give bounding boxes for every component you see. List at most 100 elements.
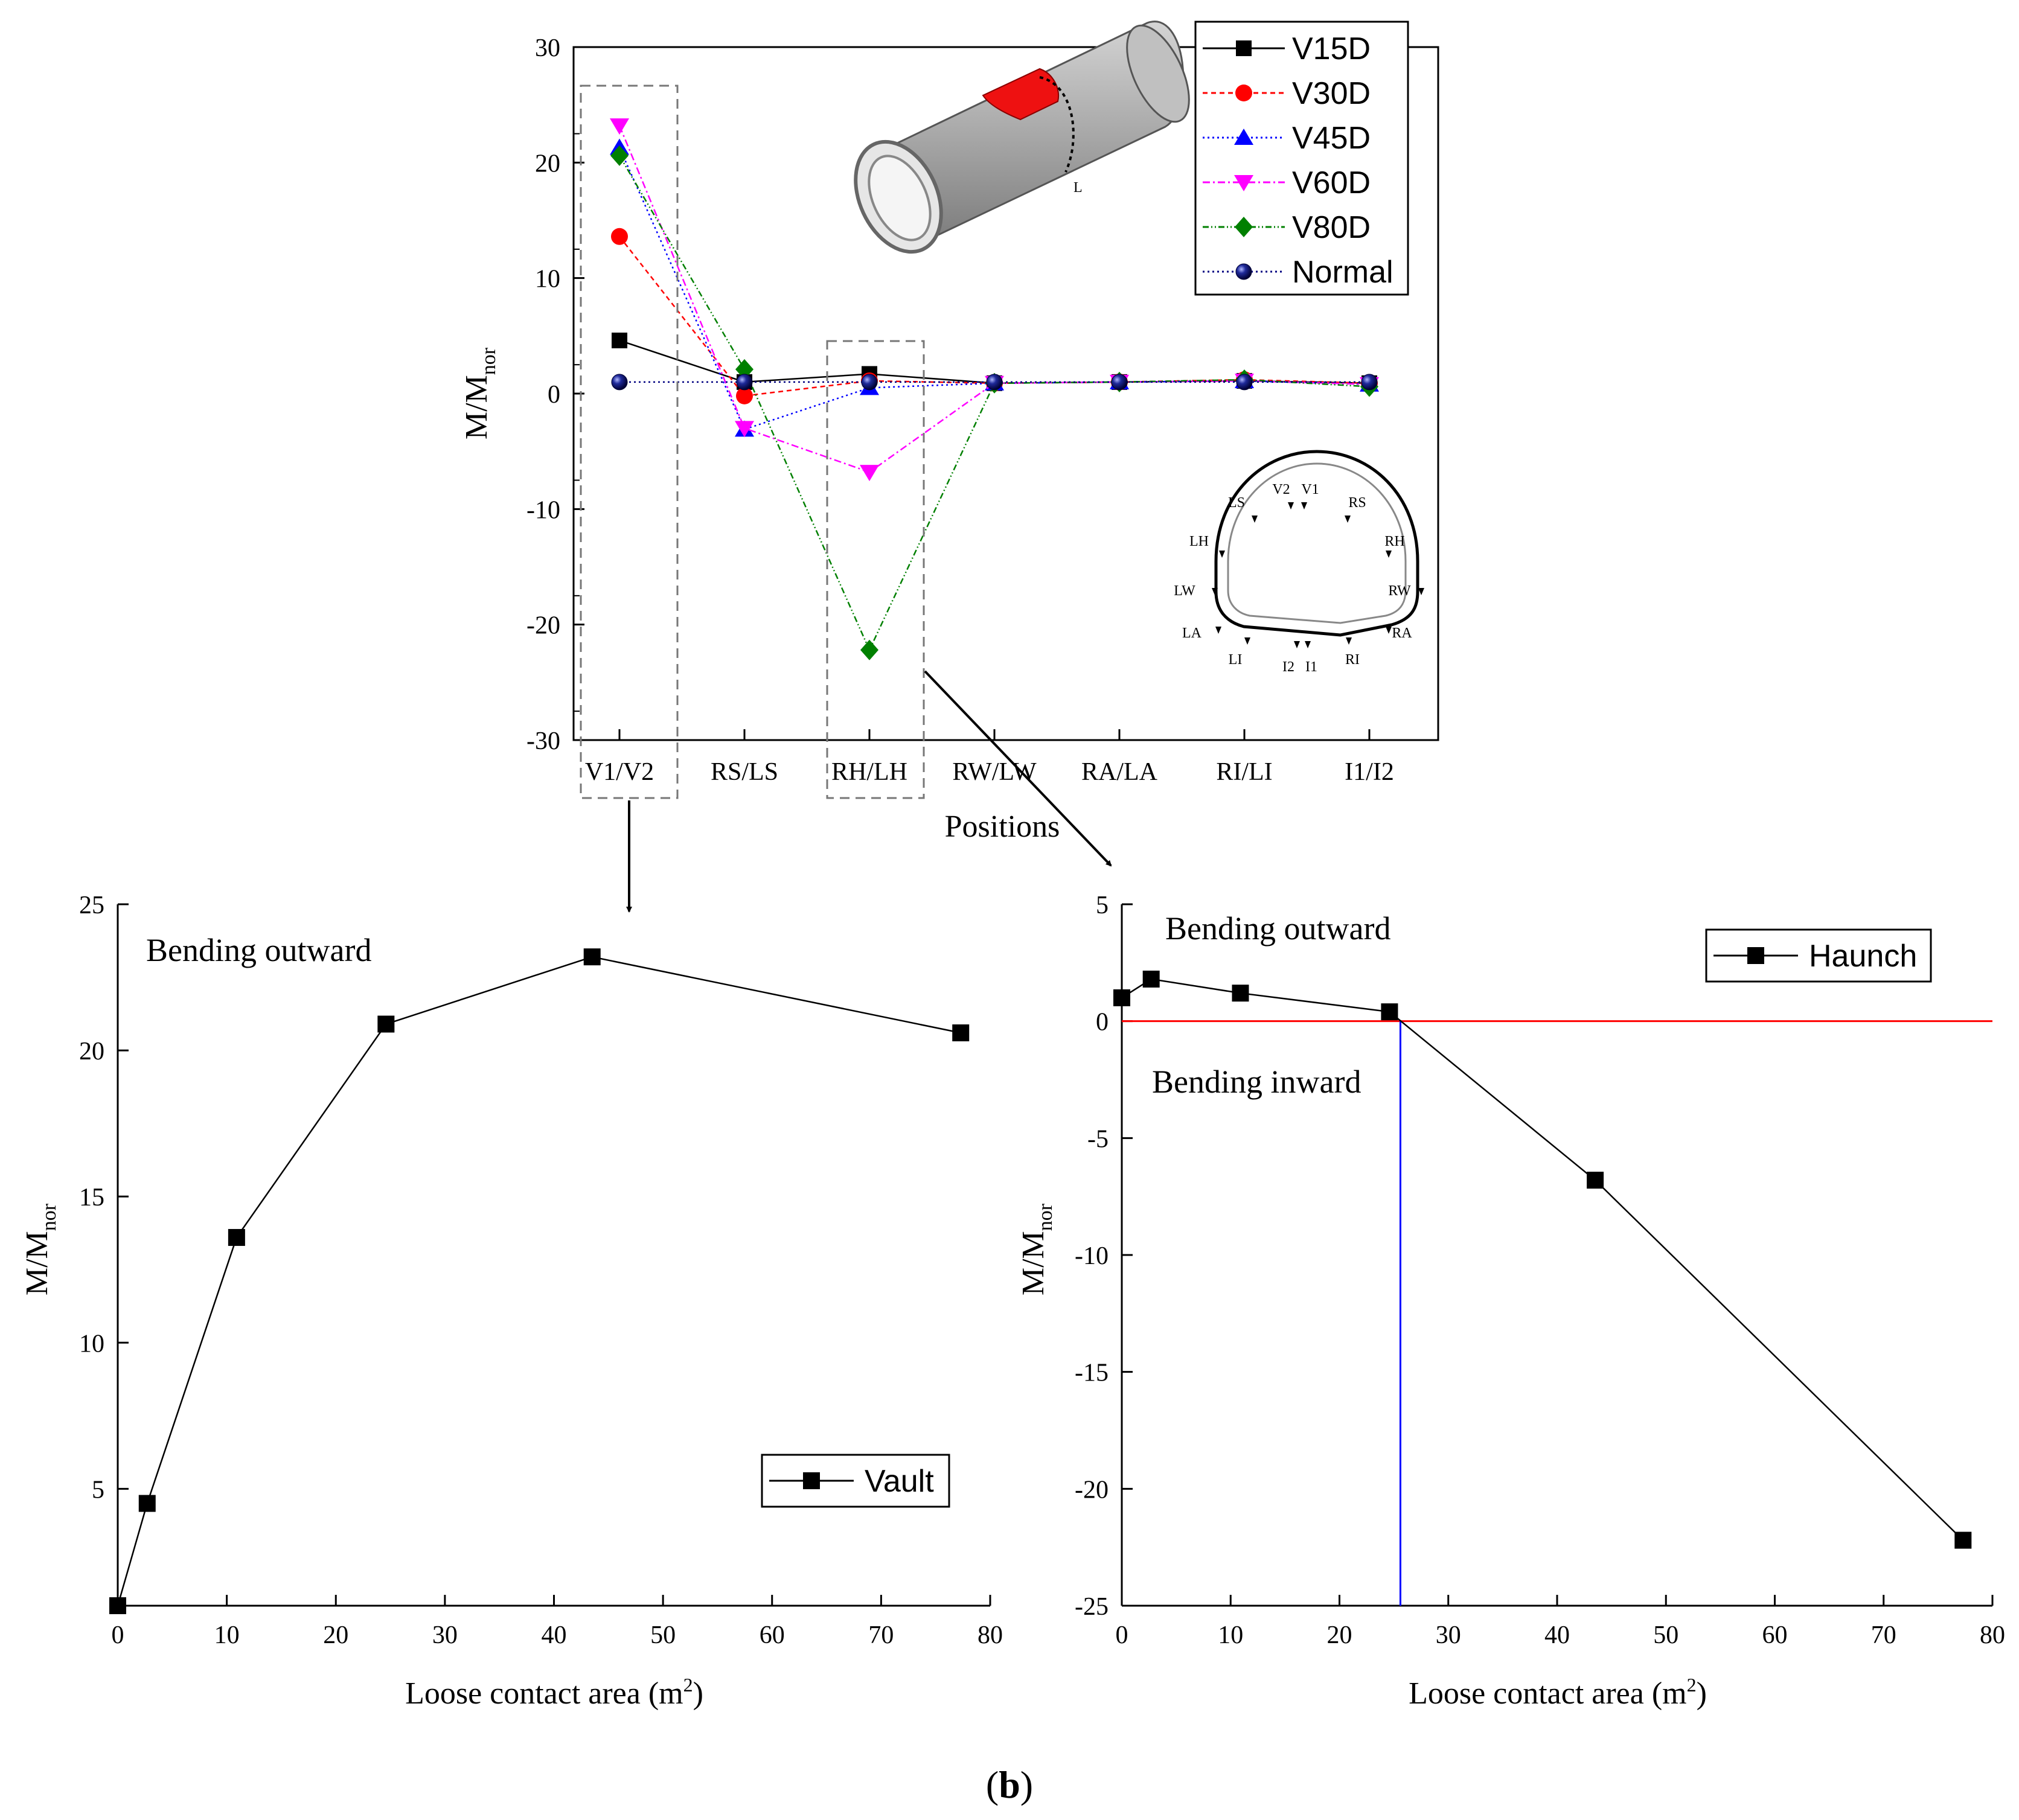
legend-marker-V60D: [1234, 175, 1253, 191]
cross-section-arrow: [1305, 641, 1311, 648]
y-tick-label: 5: [92, 1476, 104, 1504]
data-point-Haunch: [1142, 970, 1160, 988]
x-tick-label: 70: [868, 1621, 894, 1649]
legend-marker-Normal: [1235, 263, 1252, 280]
x-axis-label: Positions: [945, 809, 1060, 844]
y-tick-label: -5: [1087, 1125, 1109, 1153]
x-tick-label: RW/LW: [952, 758, 1037, 786]
data-point-Vault: [109, 1597, 126, 1614]
data-point-Vault: [377, 1015, 395, 1033]
cross-section-label: RW: [1388, 583, 1411, 599]
legend-box: [1194, 21, 1409, 296]
section-label: L: [1073, 180, 1083, 196]
series-group: [1113, 970, 1972, 1549]
legend: Haunch: [1713, 939, 1917, 974]
x-tick-label: 10: [1218, 1621, 1243, 1649]
loose-contact-patch: [982, 68, 1060, 121]
data-point-Vault: [952, 1024, 970, 1042]
data-point-V60D: [735, 421, 754, 438]
cross-section-arrow: [1215, 627, 1221, 634]
y-axis-label: M/Mnor: [20, 1203, 60, 1295]
annotation-bending-outward: Bending outward: [146, 932, 371, 968]
data-point-V15D: [612, 332, 627, 348]
series-line-Vault: [117, 956, 961, 1606]
cross-section-label: LS: [1228, 495, 1245, 511]
highlight-box-vault: [580, 85, 679, 799]
legend-label-Normal: Normal: [1292, 255, 1393, 290]
data-point-V60D: [610, 118, 629, 135]
cross-section-label: RS: [1348, 495, 1366, 511]
cross-section-arrow: [1294, 641, 1300, 648]
cross-section-label: LH: [1189, 534, 1209, 549]
x-tick-label: 10: [214, 1621, 240, 1649]
legend-marker-V30D: [1235, 85, 1252, 101]
data-point-V80D: [860, 639, 878, 660]
y-tick-label: 20: [535, 150, 560, 177]
y-tick-label: 10: [79, 1330, 104, 1358]
x-tick-label: RH/LH: [831, 758, 907, 786]
legend-marker-V45D: [1234, 129, 1253, 145]
data-point-V80D: [735, 359, 754, 380]
y-tick-label: 0: [548, 381, 560, 409]
cross-section-arrow: [1386, 551, 1392, 558]
data-point-Haunch: [1232, 985, 1249, 1002]
cross-section-arrow: [1252, 516, 1258, 523]
x-tick-label: 80: [978, 1621, 1003, 1649]
arrow-to-haunch: [924, 670, 1112, 867]
cross-section-label: I2: [1282, 659, 1294, 675]
cross-section-arrow: [1288, 502, 1294, 509]
data-point-Haunch: [1954, 1531, 1972, 1549]
x-tick-label: 50: [650, 1621, 676, 1649]
y-axis: -25-20-15-10-505: [1075, 892, 1133, 1621]
x-tick-label: RI/LI: [1216, 758, 1272, 786]
legend: Vault: [769, 1464, 934, 1499]
x-tick-label: 60: [1762, 1621, 1788, 1649]
tunnel-far-end: [1126, 24, 1190, 123]
data-point-V80D: [610, 145, 629, 166]
x-tick-label: 50: [1653, 1621, 1678, 1649]
cross-section-arrow: [1212, 588, 1218, 595]
x-axis-label: Loose contact area (m2): [405, 1674, 703, 1711]
data-point-Vault: [583, 948, 601, 966]
legend-label-V15D: V15D: [1292, 31, 1371, 66]
data-point-Normal: [1361, 374, 1378, 391]
x-tick-label: 70: [1871, 1621, 1896, 1649]
data-point-Normal: [861, 374, 878, 391]
cross-section-arrow: [1386, 627, 1392, 634]
cross-section-label: I1: [1305, 659, 1317, 675]
y-tick-label: -30: [526, 727, 560, 755]
cross-section-arrow: [1301, 502, 1307, 509]
legend-marker-Haunch: [1747, 947, 1764, 964]
legend-label-V45D: V45D: [1292, 121, 1371, 156]
data-point-V60D: [860, 465, 879, 482]
x-tick-label: 60: [760, 1621, 785, 1649]
data-point-Normal: [611, 374, 628, 391]
cross-section-label: LW: [1174, 583, 1195, 599]
cross-section-arrow: [1219, 551, 1225, 558]
data-point-Vault: [228, 1228, 245, 1246]
cross-section-inner: [1227, 462, 1407, 624]
cross-section-label: RA: [1392, 625, 1412, 641]
data-point-Haunch: [1113, 989, 1130, 1006]
data-point-Normal: [1236, 374, 1253, 391]
data-point-V30D: [736, 387, 753, 404]
x-tick-label: 20: [1327, 1621, 1352, 1649]
y-tick-label: 20: [79, 1038, 104, 1065]
y-axis-label: M/Mnor: [459, 347, 500, 439]
legend-label-V30D: V30D: [1292, 76, 1371, 111]
data-point-Vault: [138, 1495, 156, 1512]
legend-label-Vault: Vault: [865, 1464, 934, 1499]
legend-marker-V15D: [1236, 40, 1252, 56]
x-tick-label: 30: [432, 1621, 458, 1649]
x-axis-label: Loose contact area (m2): [1409, 1674, 1707, 1711]
x-tick-label: 40: [1544, 1621, 1570, 1649]
legend-marker-V80D: [1235, 217, 1253, 237]
